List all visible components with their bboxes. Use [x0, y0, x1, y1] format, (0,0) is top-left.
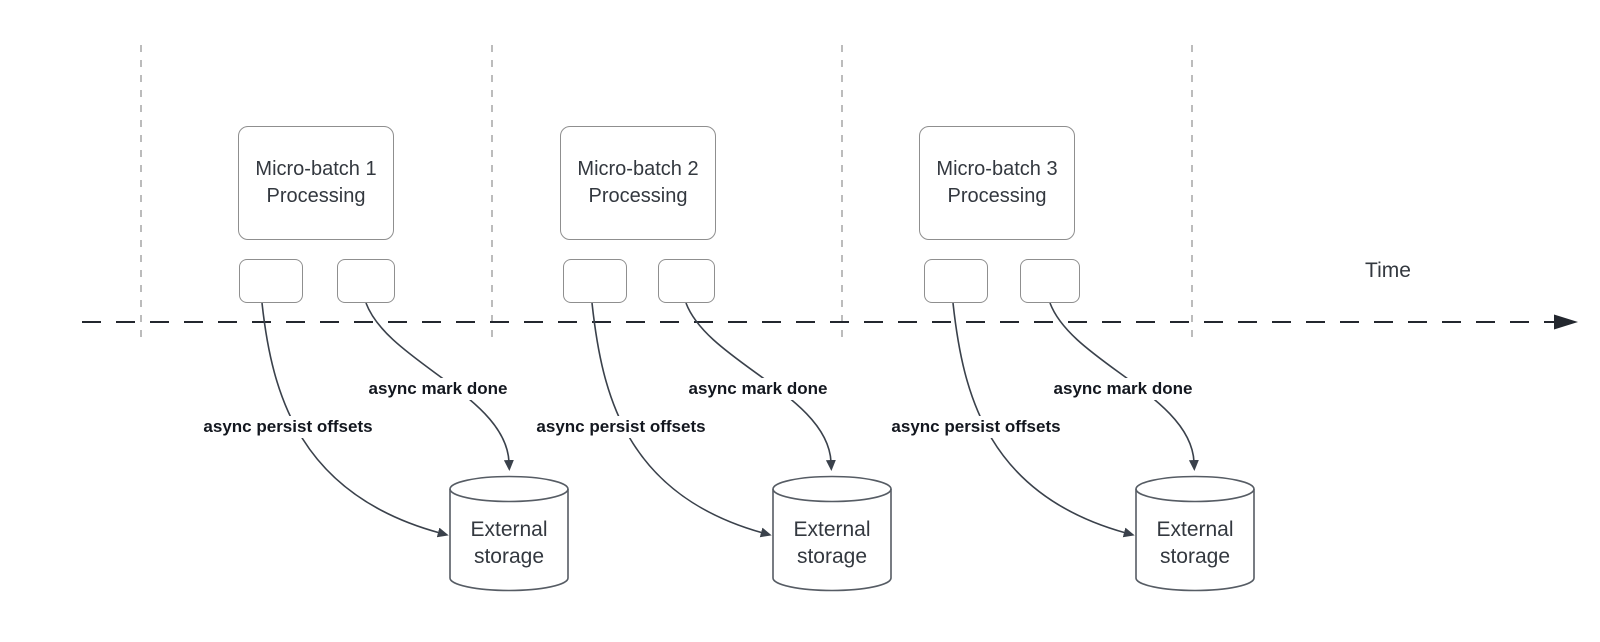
time-axis-label: Time: [1365, 259, 1411, 282]
time-axis-arrowhead-icon: [1554, 314, 1578, 330]
external-storage-cylinder-2: [772, 475, 892, 592]
batch-3-offset-task-box: [924, 259, 988, 303]
micro-batch-1-processing-label: Micro-batch 1 Processing: [255, 158, 377, 207]
external-storage-label-2: External storage: [793, 518, 871, 568]
batch-1-done-task-box: [337, 259, 395, 303]
external-storage-label-3: External storage: [1156, 518, 1234, 568]
external-storage-label-1: External storage: [470, 518, 548, 568]
external-storage-cylinder-3: [1135, 475, 1255, 592]
external-storage-cylinder-1: [449, 475, 569, 592]
persist-offsets-arrow-3: [952, 302, 1135, 538]
persist-offsets-arrow-1: [261, 302, 449, 538]
mark-done-label-3: async mark done: [1050, 378, 1196, 400]
batch-2-done-task-box: [658, 259, 715, 303]
mark-done-label-1: async mark done: [365, 378, 511, 400]
micro-batch-1-processing-box: Micro-batch 1 Processing: [238, 126, 394, 240]
persist-offsets-label-3: async persist offsets: [888, 416, 1064, 438]
persist-offsets-label-1: async persist offsets: [200, 416, 376, 438]
micro-batch-3-processing-box: Micro-batch 3 Processing: [919, 126, 1075, 240]
batch-2-offset-task-box: [563, 259, 627, 303]
micro-batch-3-processing-label: Micro-batch 3 Processing: [936, 158, 1058, 207]
batch-1-offset-task-box: [239, 259, 303, 303]
mark-done-label-2: async mark done: [685, 378, 831, 400]
micro-batch-2-processing-label: Micro-batch 2 Processing: [577, 158, 699, 207]
persist-offsets-arrow-2: [591, 302, 772, 538]
batch-3-done-task-box: [1020, 259, 1080, 303]
micro-batch-2-processing-box: Micro-batch 2 Processing: [560, 126, 716, 240]
persist-offsets-label-2: async persist offsets: [533, 416, 709, 438]
